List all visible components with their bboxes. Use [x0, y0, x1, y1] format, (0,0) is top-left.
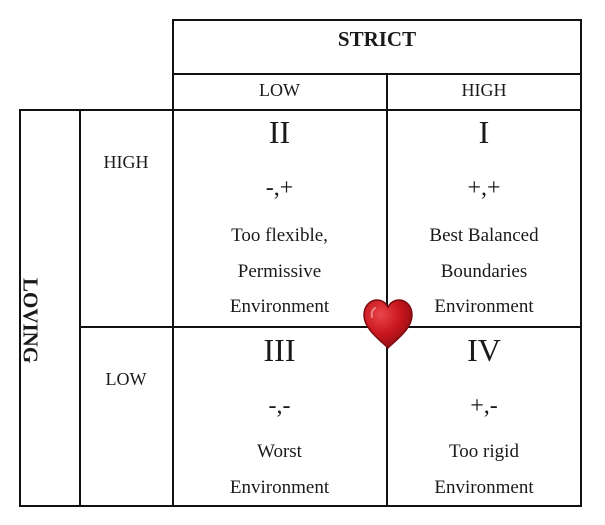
quadrant-signs: -,+ [265, 175, 294, 201]
quadrant-signs: -,- [268, 393, 291, 419]
strict-axis-title: STRICT [337, 27, 417, 51]
quadrant-desc-line: Environment [434, 296, 534, 317]
quadrant-desc-line: Too flexible, [231, 225, 328, 246]
strict-high-label: HIGH [461, 80, 507, 100]
quadrant-desc-line: Worst [257, 441, 302, 462]
grid-line [172, 19, 582, 21]
heart-shape [363, 299, 413, 350]
quadrant-desc-line: Environment [229, 296, 330, 317]
quadrant-numeral: III [263, 332, 296, 368]
quadrant-desc-line: Environment [229, 477, 330, 498]
grid-line [172, 19, 174, 507]
grid-line [19, 109, 21, 507]
quadrant-desc-line: Boundaries [440, 261, 528, 282]
grid-line [79, 326, 582, 328]
loving-high-label: HIGH [103, 152, 149, 172]
strict-low-label: LOW [259, 80, 300, 100]
quadrant-desc-line: Too rigid [449, 441, 519, 462]
quadrant-numeral: IV [467, 332, 501, 368]
quadrant-signs: +,+ [467, 175, 501, 201]
loving-axis-title: LOVING [18, 278, 43, 364]
quadrant-numeral: II [268, 114, 291, 150]
quadrant-desc-line: Environment [434, 477, 534, 498]
grid-line [386, 73, 388, 507]
quadrant-signs: +,- [470, 393, 498, 419]
heart-icon [363, 299, 413, 350]
quadrant-desc-line: Best Balanced [429, 225, 539, 246]
quadrant-numeral: I [478, 114, 490, 150]
quadrant-desc-line: Permissive [237, 261, 322, 282]
grid-line [19, 109, 582, 111]
loving-low-label: LOW [105, 369, 147, 389]
grid-line [580, 19, 582, 507]
grid-line [19, 505, 582, 507]
grid-line [79, 109, 81, 507]
grid-line [172, 73, 582, 75]
